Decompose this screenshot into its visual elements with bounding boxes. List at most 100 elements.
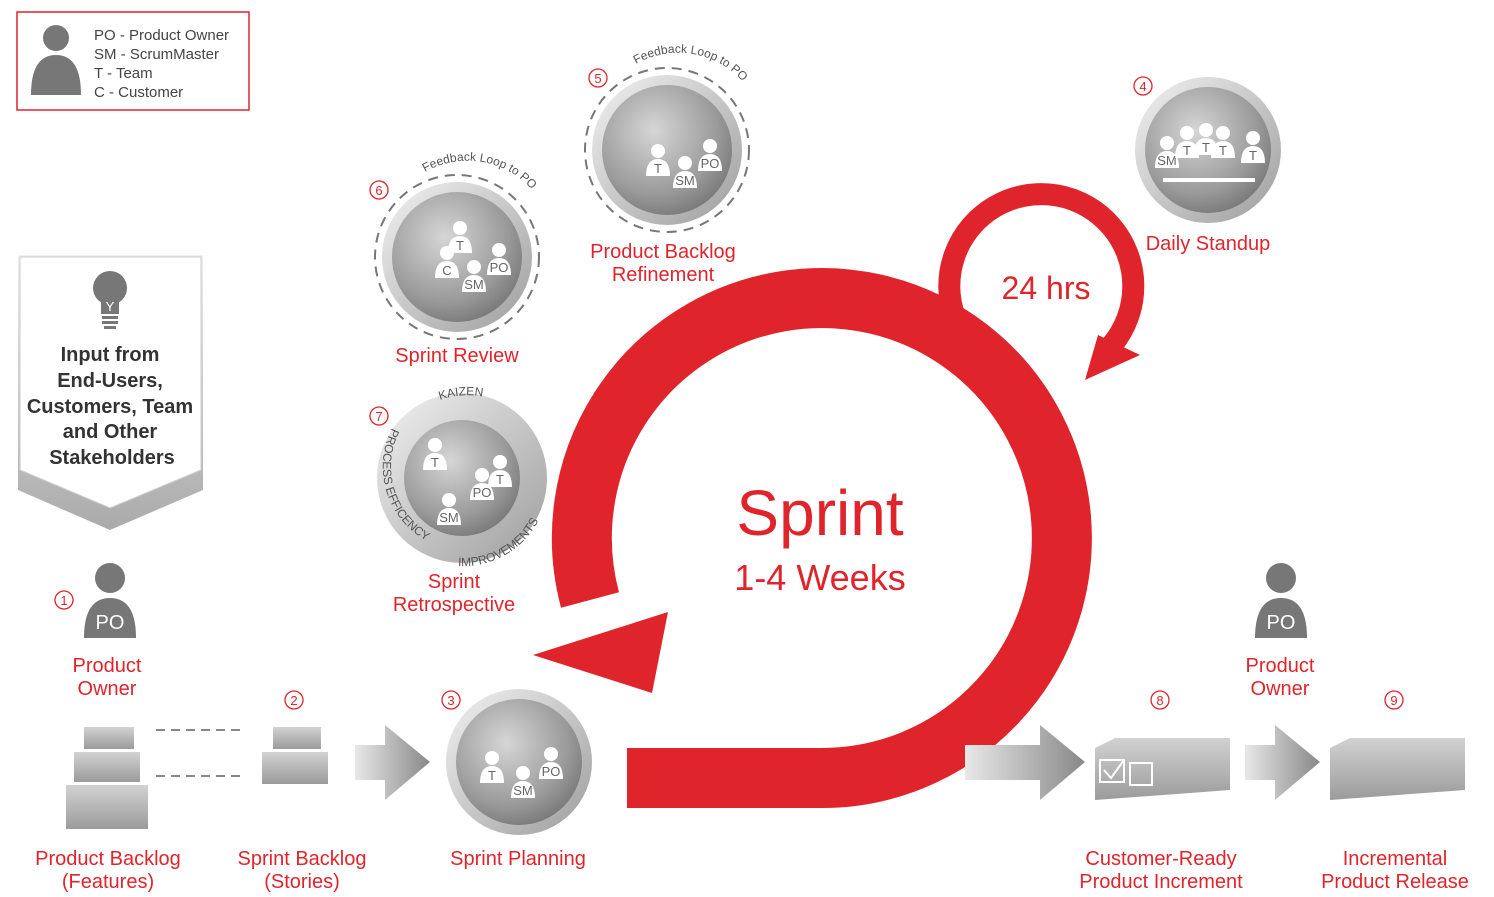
- product-increment-box-icon: [1095, 738, 1230, 800]
- product-owner-left: PO: [84, 563, 136, 638]
- person-icon: SM: [673, 156, 697, 188]
- product-backlog-boxes-icon: [66, 727, 148, 829]
- step-label: Product Release: [1321, 871, 1469, 893]
- person-icon: PO: [487, 243, 511, 275]
- person-icon: SM: [1155, 136, 1179, 168]
- person-icon: T: [448, 221, 472, 253]
- step-number-badge: 3: [441, 690, 461, 710]
- po-badge: PO: [1267, 612, 1296, 634]
- role-letter: SM: [1157, 153, 1177, 168]
- role-letter: SM: [439, 510, 459, 525]
- sprint-backlog-boxes-icon: [262, 727, 328, 784]
- step-label: Customer-Ready: [1085, 848, 1236, 870]
- person-icon: PO: [698, 139, 722, 171]
- step-number: 4: [1139, 79, 1146, 94]
- dashed-connector: [156, 729, 246, 777]
- role-letter: T: [1219, 143, 1227, 158]
- person-icon: T: [488, 455, 512, 487]
- role-letter: T: [654, 161, 662, 176]
- step-number: 5: [594, 71, 601, 86]
- input-line: Customers, Team: [27, 396, 193, 418]
- role-letter: PO: [490, 260, 509, 275]
- sprint-title: Sprint: [736, 477, 903, 549]
- legend-box: PO - Product Owner SM - ScrumMaster T - …: [16, 11, 250, 111]
- bulb-letter: Y: [106, 299, 115, 314]
- step-label: Refinement: [612, 264, 715, 286]
- flow-arrow-icon: [965, 725, 1085, 800]
- person-icon: [84, 563, 136, 638]
- step-number-badge: 2: [284, 690, 304, 710]
- person-icon: T: [423, 438, 447, 470]
- role-letter: T: [1183, 143, 1191, 158]
- role-letter: T: [456, 238, 464, 253]
- role-letter: SM: [513, 783, 533, 798]
- sprint-cycle-arrow: [533, 268, 1092, 809]
- role-letter: SM: [675, 173, 695, 188]
- role-letter: PO: [473, 485, 492, 500]
- person-icon: T: [1211, 126, 1235, 158]
- person-icon: SM: [511, 766, 535, 798]
- step-number-badge: 1: [54, 590, 74, 610]
- product-release-box-icon: [1330, 738, 1465, 800]
- step-number: 2: [290, 693, 297, 708]
- step-number-badge: 7: [369, 406, 389, 426]
- step-number: 3: [447, 693, 454, 708]
- step-number-circle: [1384, 690, 1404, 710]
- person-icon: PO: [470, 468, 494, 500]
- po-badge: PO: [96, 612, 125, 634]
- person-icon: C: [435, 246, 459, 278]
- step-number-circle: [588, 68, 608, 88]
- flow-arrow-icon: [1245, 725, 1320, 800]
- retrospective-disc: KAIZEN PROCESS EFFICENCY IMPROVEMENTS: [377, 384, 547, 569]
- input-line: Input from: [61, 344, 160, 366]
- sprint-duration: 1-4 Weeks: [734, 557, 905, 598]
- product-backlog-label: (Features): [62, 871, 154, 893]
- lightbulb-icon: Y: [93, 271, 127, 329]
- person-icon: T: [1241, 131, 1265, 163]
- person-icon: SM: [437, 493, 461, 525]
- step-number-circle: [369, 406, 389, 426]
- step-label: Sprint Planning: [450, 848, 586, 870]
- step-number-circle: [1133, 76, 1153, 96]
- svg-text:KAIZEN: KAIZEN: [437, 384, 484, 403]
- step-label: (Stories): [264, 871, 340, 893]
- step-label: Retrospective: [393, 594, 515, 616]
- step-number-circle: [284, 690, 304, 710]
- person-icon: T: [1175, 126, 1199, 158]
- step-label: Sprint Backlog: [238, 848, 367, 870]
- flow-arrow-icon: [355, 725, 430, 800]
- backlog-refinement-disc: Feedback Loop to PO: [584, 42, 751, 233]
- role-letter: T: [1202, 140, 1210, 155]
- step-number: 8: [1156, 693, 1163, 708]
- person-icon: SM: [462, 260, 486, 292]
- legend-line: T - Team: [94, 65, 153, 82]
- step-number-badge: 8: [1150, 690, 1170, 710]
- role-letter: PO: [542, 764, 561, 779]
- step-number: 6: [375, 183, 382, 198]
- product-owner-label: Product: [1246, 655, 1315, 677]
- step-label: Product: [73, 655, 142, 677]
- ring-label-kaizen: KAIZEN: [437, 384, 484, 403]
- sprint-planning-disc: [446, 689, 592, 835]
- input-box: Y Input from End-Users, Customers, Team …: [18, 255, 203, 530]
- role-letter: T: [496, 472, 504, 487]
- step-label: Product Increment: [1079, 871, 1243, 893]
- role-letter: C: [442, 263, 451, 278]
- step-number-circle: [1150, 690, 1170, 710]
- step-number-circle: [54, 590, 74, 610]
- step-number-circle: [369, 180, 389, 200]
- role-letter: T: [431, 455, 439, 470]
- product-backlog-label: Product Backlog: [35, 848, 181, 870]
- daily-cycle-label: 24 hrs: [1002, 270, 1091, 306]
- input-line: Stakeholders: [49, 447, 175, 469]
- legend-line: SM - ScrumMaster: [94, 46, 219, 63]
- step-number: 7: [375, 409, 382, 424]
- step-label: Product Backlog: [590, 241, 736, 263]
- role-letter: T: [1249, 148, 1257, 163]
- step-number: 1: [60, 593, 67, 608]
- person-icon: T: [480, 751, 504, 783]
- input-line: and Other: [63, 421, 158, 443]
- role-letter: SM: [464, 277, 484, 292]
- step-number-circle: [441, 690, 461, 710]
